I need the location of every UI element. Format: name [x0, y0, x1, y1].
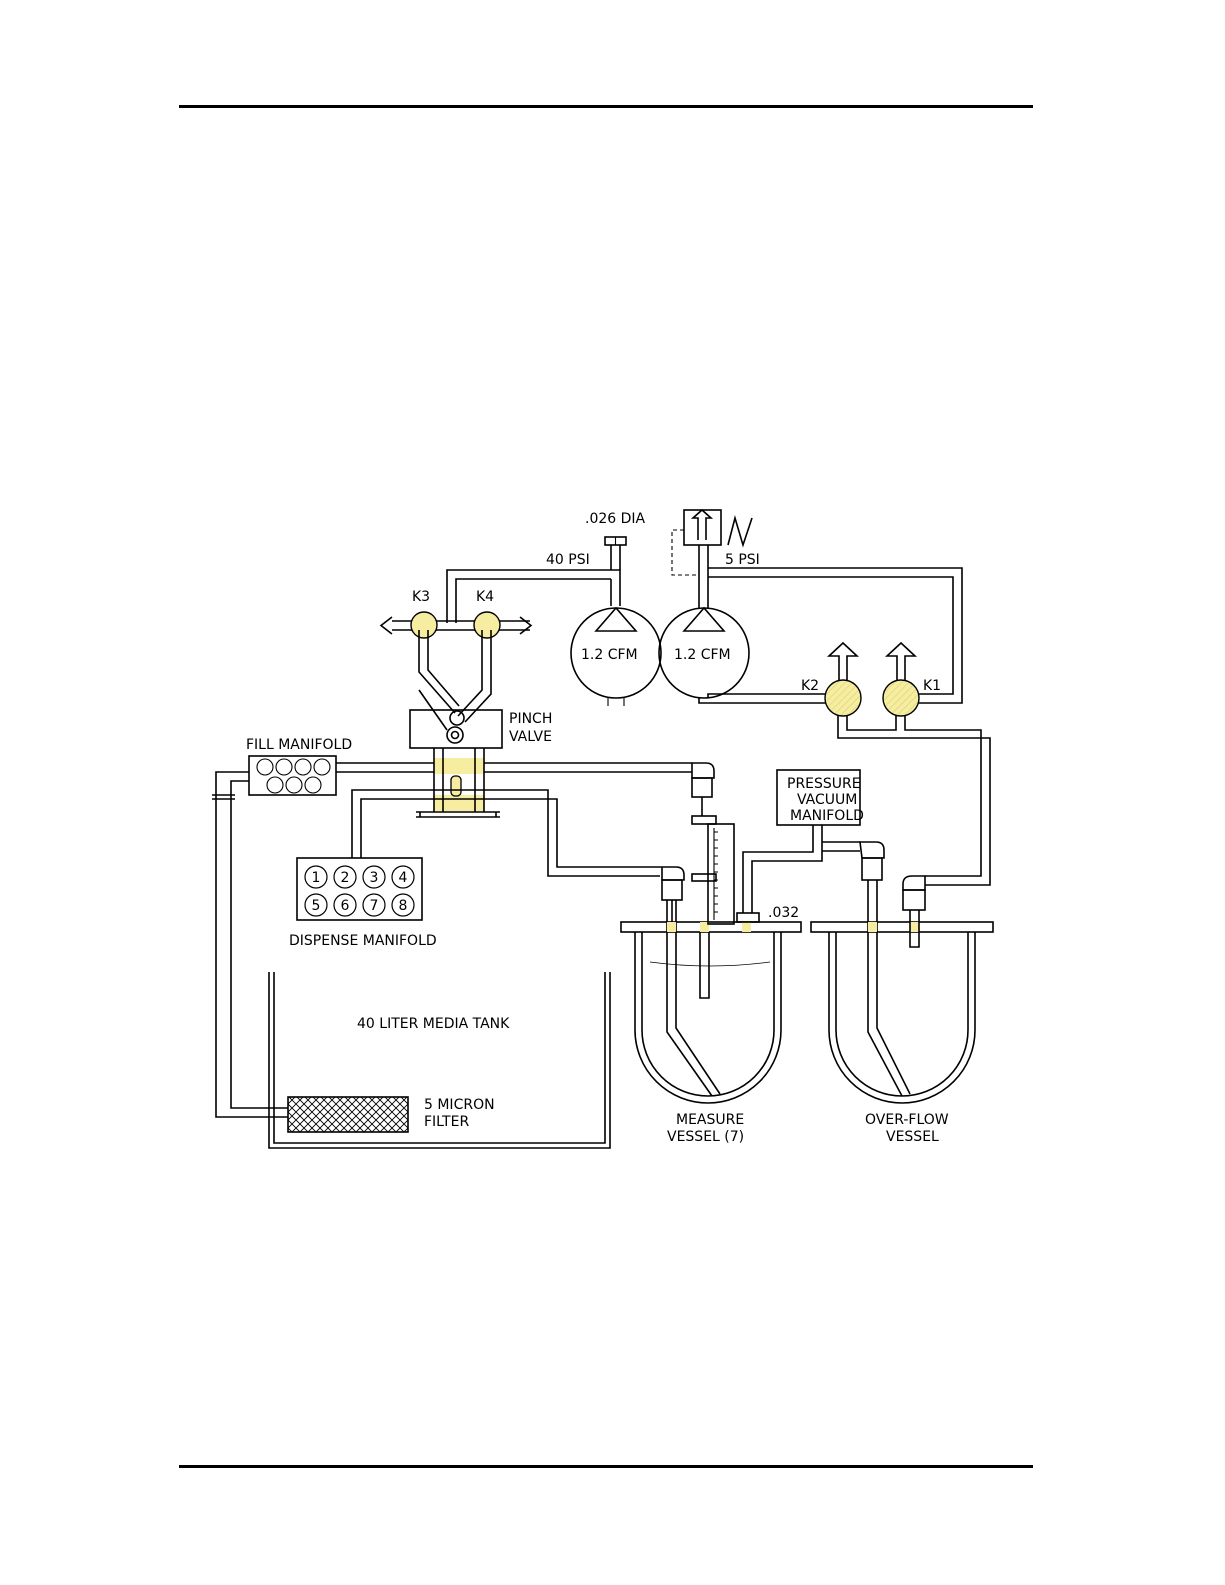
orifice-label: .026 DIA [585, 511, 646, 527]
dispense-port-label: 7 [370, 898, 379, 914]
micron-filter [288, 1097, 408, 1132]
sensor-gap-label: .032 [768, 905, 799, 921]
pv-manifold-label-1: PRESSURE [787, 776, 861, 792]
pinch-tube-section [416, 748, 500, 817]
pump-right-label: 1.2 CFM [674, 647, 731, 663]
dispense-ports: 1 2 3 4 5 6 7 8 [305, 866, 414, 916]
pv-manifold-label-2: VACUUM [797, 792, 857, 808]
media-tank-label: 40 LITER MEDIA TANK [357, 1016, 510, 1032]
pump-left-label: 1.2 CFM [581, 647, 638, 663]
fill-manifold-label: FILL MANIFOLD [246, 737, 352, 753]
dispense-port-label: 1 [312, 870, 321, 886]
level-probe [692, 763, 734, 998]
filter-label-1: 5 MICRON [424, 1097, 495, 1113]
pressure-5-label: 5 PSI [725, 552, 760, 568]
valve-k1-label: K1 [923, 678, 941, 694]
pinch-valve [410, 690, 502, 748]
valve-k1 [883, 680, 919, 716]
measure-vessel-label-2: VESSEL (7) [667, 1129, 744, 1145]
fill-manifold [249, 756, 336, 795]
dispense-port-label: 6 [341, 898, 350, 914]
measure-vessel [621, 867, 801, 1103]
valve-k2-label: K2 [801, 678, 819, 694]
pv-manifold-label-3: MANIFOLD [790, 808, 864, 824]
orifice-fitting [605, 537, 626, 570]
valve-k2 [825, 680, 861, 716]
overflow-vessel-label-2: VESSEL [886, 1129, 939, 1145]
valve-k4-label: K4 [476, 589, 494, 605]
filter-return-line [212, 772, 288, 1117]
valve-k4 [474, 612, 500, 638]
pinch-valve-label-1: PINCH [509, 711, 552, 727]
pinch-valve-air-lines [419, 630, 491, 722]
dispense-line [352, 790, 660, 876]
measure-vessel-label-1: MEASURE [676, 1112, 744, 1128]
overflow-vessel [811, 842, 993, 1103]
dispense-port-label: 5 [312, 898, 321, 914]
dispense-port-label: 8 [399, 898, 408, 914]
valve-k3 [411, 612, 437, 638]
filter-label-2: FILTER [424, 1114, 469, 1130]
overflow-vessel-label-1: OVER-FLOW [865, 1112, 949, 1128]
dispense-port-label: 2 [341, 870, 350, 886]
k2-k1-vents [829, 643, 990, 885]
valve-k3-label: K3 [412, 589, 430, 605]
dispense-manifold-label: DISPENSE MANIFOLD [289, 933, 437, 949]
fill-line [336, 763, 692, 772]
dispense-port-label: 3 [370, 870, 379, 886]
pressure-40-label: 40 PSI [546, 552, 590, 568]
pinch-valve-label-2: VALVE [509, 729, 552, 745]
dispense-port-label: 4 [399, 870, 408, 886]
air-line-40psi [447, 570, 620, 623]
pv-manifold-to-overflow [822, 842, 860, 851]
